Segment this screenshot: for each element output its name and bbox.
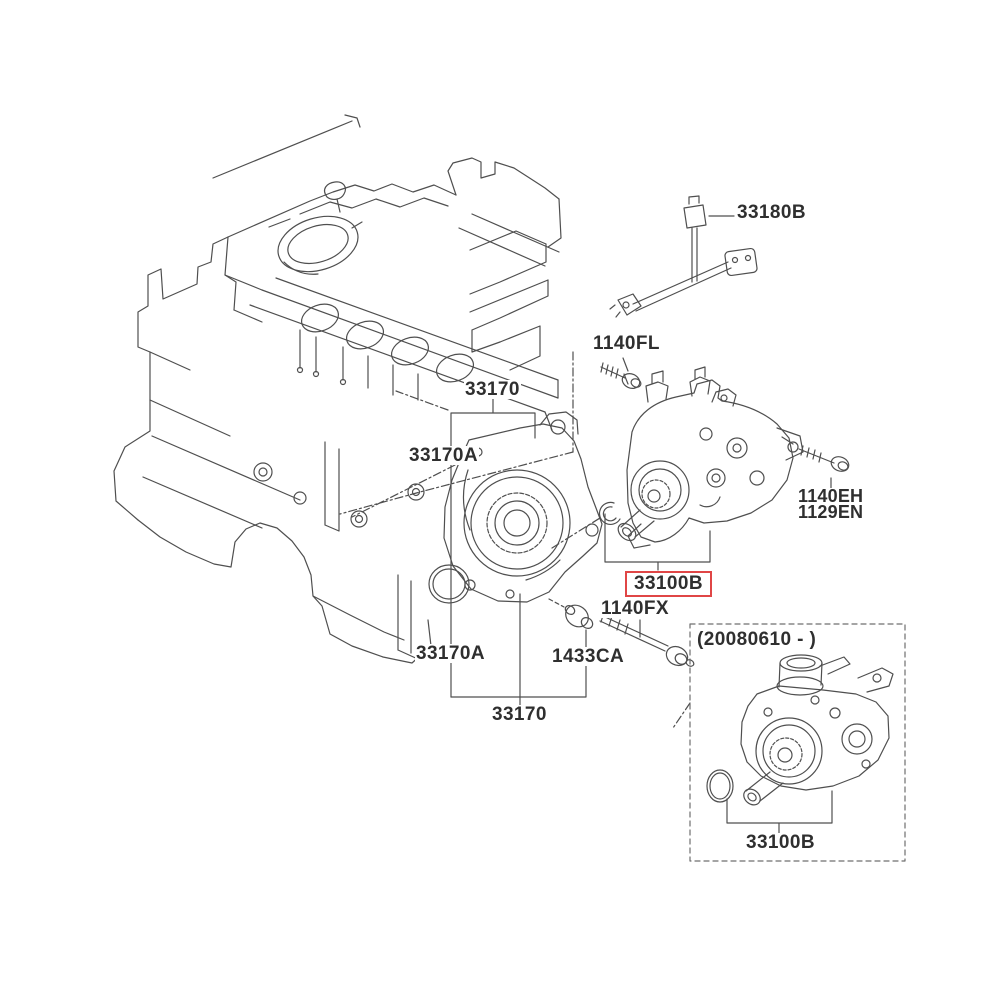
part-label-33100b-highlighted: 33100B	[625, 571, 712, 597]
part-label-1140eh: 1140EH	[798, 486, 864, 506]
roller-bushing-drawing	[548, 598, 594, 630]
part-label-33170a-upper: 33170A	[408, 445, 479, 466]
part-label-33170a-lower: 33170A	[415, 643, 486, 664]
variant-date-note: (20080610 - )	[696, 629, 818, 651]
fuel-pump-variant-drawing	[706, 654, 894, 806]
assembly-alignment-lines	[339, 351, 691, 729]
part-label-33170-bottom: 33170	[491, 704, 548, 725]
part-label-1140fl: 1140FL	[592, 333, 661, 354]
cover-oring-gasket-drawing	[428, 564, 470, 604]
part-label-1433ca: 1433CA	[551, 646, 626, 667]
part-label-1129en: 1129EN	[798, 502, 864, 522]
part-label-33180b: 33180B	[736, 202, 807, 223]
seal-grommet-drawing	[350, 483, 425, 528]
part-label-33170-top: 33170	[464, 379, 521, 400]
bolt-1140fl-drawing	[600, 362, 642, 389]
part-label-33100b-variant: 33100B	[745, 832, 816, 853]
snap-ring-drawing	[598, 501, 621, 526]
part-label-1140fx: 1140FX	[600, 598, 670, 619]
part-label-1140eh-1129en: 1140EH 1129EN	[798, 486, 864, 522]
timing-chain-cover-drawing	[443, 411, 603, 603]
fuel-pump-main-drawing	[617, 366, 804, 549]
variant-dashed-box	[689, 623, 906, 862]
bolt-1140eh-drawing	[798, 445, 850, 472]
pump-wiring-connector-drawing	[609, 195, 758, 318]
